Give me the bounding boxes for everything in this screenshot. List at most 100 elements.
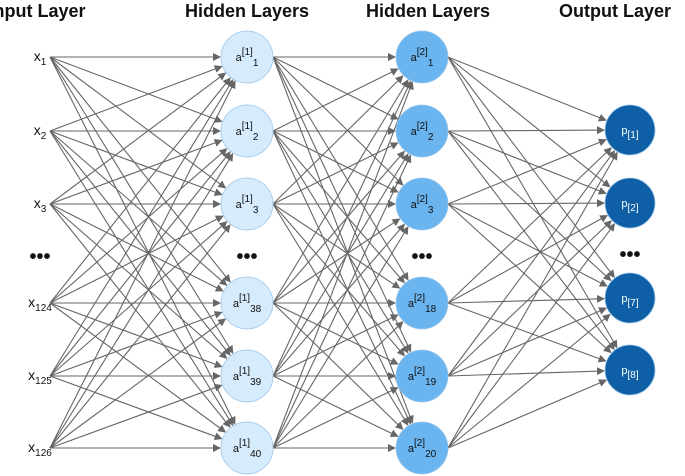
layer-header: Output Layer — [559, 1, 671, 21]
connection-edge — [49, 139, 223, 205]
connection-edge — [447, 56, 618, 349]
connection-edge — [272, 79, 409, 304]
neuron-node — [604, 104, 656, 156]
connection-edge — [272, 203, 401, 289]
connection-edge — [272, 387, 399, 449]
node-label: a[1]38 — [233, 293, 262, 315]
connection-edge — [272, 130, 412, 425]
connection-edge — [49, 148, 228, 304]
connection-edge — [49, 383, 223, 449]
connection-edge — [49, 153, 234, 449]
node-label: a[2]19 — [408, 366, 437, 388]
neuron-node — [220, 349, 274, 403]
node-label: p[2] — [621, 198, 638, 214]
node-label: x3 — [34, 195, 47, 215]
layer-header: Hidden Layers — [366, 1, 490, 21]
connection-edge — [49, 56, 223, 123]
connection-edge — [447, 130, 615, 351]
connection-edge — [49, 72, 227, 205]
node-label: a[1]39 — [233, 366, 262, 388]
node-label: a[2]18 — [408, 293, 437, 315]
connection-edge — [49, 56, 234, 354]
connection-edge — [447, 126, 605, 135]
neuron-node — [604, 344, 656, 396]
connection-edge — [49, 302, 223, 368]
connection-edge — [447, 313, 611, 449]
layer-header: Hidden Layers — [185, 1, 309, 21]
node-label: x125 — [28, 367, 52, 387]
connection-edge — [272, 56, 399, 120]
node-label: p[1] — [621, 125, 638, 141]
neuron-node — [604, 272, 656, 324]
neuron-node — [604, 177, 656, 229]
connection-edge — [272, 80, 412, 377]
connection-edge — [447, 150, 616, 377]
connection-edge — [49, 318, 227, 449]
ellipsis: ••• — [619, 244, 640, 266]
connection-edge — [49, 56, 236, 425]
connection-edge — [49, 79, 234, 377]
connection-edge — [447, 223, 616, 449]
connection-edge — [49, 203, 228, 359]
layer-headers: Input Layer Hidden Layers Hidden Layers Out… — [0, 1, 671, 21]
neuron-node — [395, 177, 449, 231]
node-label: a[1]1 — [236, 47, 259, 69]
neuron-node — [220, 30, 274, 84]
connection-edge — [447, 199, 605, 208]
connection-edge — [49, 65, 223, 132]
node-label: a[1]3 — [236, 194, 259, 216]
connection-edge — [272, 218, 401, 304]
connection-edge — [272, 375, 399, 437]
layer-header: Input Layer — [0, 1, 86, 21]
neuron-node — [395, 349, 449, 403]
connection-edge — [447, 56, 607, 122]
connection-edge — [49, 130, 231, 356]
connection-edge — [272, 203, 405, 357]
neuron-node — [220, 276, 274, 330]
connection-edge — [272, 56, 414, 424]
connection-edge — [447, 294, 605, 304]
connection-edge — [272, 56, 409, 281]
neuron-node — [395, 104, 449, 158]
connection-edge — [272, 223, 405, 377]
connection-edge — [272, 154, 412, 449]
connection-edge — [49, 311, 223, 377]
connection-edge — [447, 203, 608, 287]
neuron-node — [220, 104, 274, 158]
ellipsis: ••• — [236, 246, 257, 268]
node-label: a[1]40 — [233, 438, 262, 460]
connection-edge — [272, 203, 409, 426]
connection-edge — [49, 203, 231, 428]
connection-edge — [49, 224, 231, 449]
connection-edge — [272, 130, 399, 193]
node-label: p[7] — [621, 293, 638, 309]
connection-edge — [447, 379, 608, 449]
neuron-node — [395, 276, 449, 330]
connection-edge — [447, 56, 611, 188]
connection-edge — [447, 130, 607, 195]
neuron-node — [220, 177, 274, 231]
connection-edge — [447, 367, 605, 377]
node-label: x126 — [28, 439, 52, 459]
connection-edge — [447, 220, 612, 377]
connection-edge — [49, 375, 223, 441]
connection-edge — [49, 56, 227, 189]
connection-edge — [49, 215, 224, 304]
network-nodes: x1x2x3•••x124x125x126a[1]1a[1]2a[1]3•••a… — [28, 30, 656, 475]
node-label: a[2]20 — [408, 438, 437, 460]
connection-edge — [272, 150, 405, 304]
connection-edge — [272, 75, 404, 205]
node-label: a[2]1 — [411, 47, 434, 69]
connection-edge — [447, 147, 612, 304]
neuron-node — [395, 30, 449, 84]
connection-edge — [272, 153, 409, 377]
connection-edge — [447, 56, 615, 279]
node-label: a[1]2 — [236, 121, 259, 143]
connection-edge — [272, 81, 414, 449]
connection-edge — [49, 151, 231, 377]
connection-edge — [447, 130, 612, 282]
connection-edge — [272, 302, 404, 430]
connection-edge — [272, 68, 399, 132]
connection-edge — [272, 302, 399, 365]
